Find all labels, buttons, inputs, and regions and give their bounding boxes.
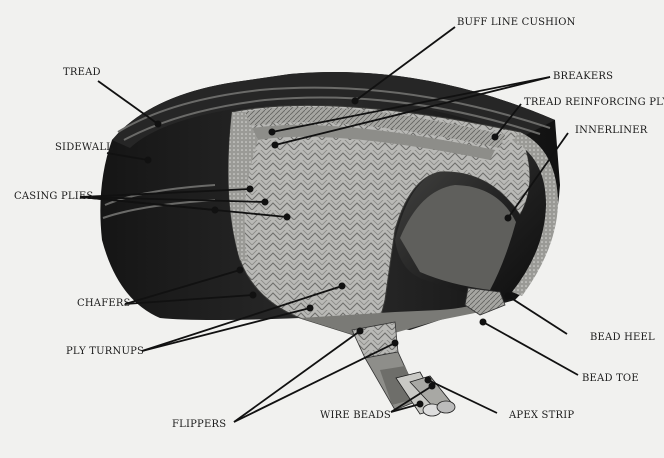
label-casing-plies: CASING PLIES (14, 191, 94, 202)
label-breakers: BREAKERS (553, 71, 614, 82)
label-tread: TREAD (63, 67, 101, 78)
tread-surface (112, 71, 555, 148)
label-apex-strip: APEX STRIP (509, 410, 575, 421)
label-ply-turnups: PLY TURNUPS (66, 346, 145, 357)
label-flippers: FLIPPERS (172, 419, 227, 430)
label-bead-toe: BEAD TOE (582, 373, 639, 384)
label-bead-heel: BEAD HEEL (590, 332, 655, 343)
label-innerliner: INNERLINER (575, 125, 648, 136)
wire-beads (395, 371, 456, 417)
label-tread-reinforcing-ply: TREAD REINFORCING PLY (524, 97, 664, 108)
label-chafers: CHAFERS (77, 298, 131, 309)
label-sidewall: SIDEWALL (55, 142, 114, 153)
bead-area (300, 300, 500, 340)
label-wire-beads: WIRE BEADS (320, 410, 391, 421)
casing-cross-section (227, 104, 531, 341)
label-buff-line-cushion: BUFF LINE CUSHION (457, 17, 576, 28)
